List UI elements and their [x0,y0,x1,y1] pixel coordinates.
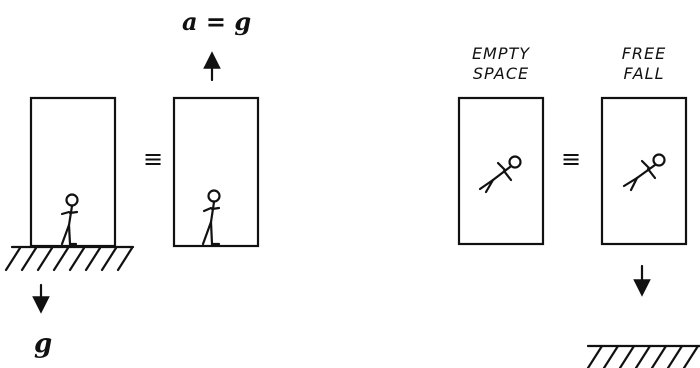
left-equivalence-symbol: ≡ [143,145,163,173]
empty-space-label-line2: SPACE [473,64,529,83]
left-panel [4,51,260,314]
gravity-label: g [34,329,52,359]
elevator-empty-space [457,96,545,246]
distant-ground-hatching [586,344,700,368]
right-equivalence-symbol: ≡ [561,145,581,173]
empty-space-label-line1: EMPTY [472,44,530,63]
floating-person-1 [478,155,522,194]
floating-person-2 [622,153,666,192]
right-panel [457,96,700,368]
acceleration-label: a = g [182,7,251,36]
accelerating-elevator [172,96,260,248]
free-fall-label-line1: FREE [622,44,667,63]
free-fall-label-line2: FALL [623,64,664,83]
elevator-on-ground [29,96,117,248]
standing-person-2 [201,189,221,246]
standing-person-1 [60,193,79,246]
ground-hatching [4,245,135,272]
elevator-free-fall [600,96,688,246]
